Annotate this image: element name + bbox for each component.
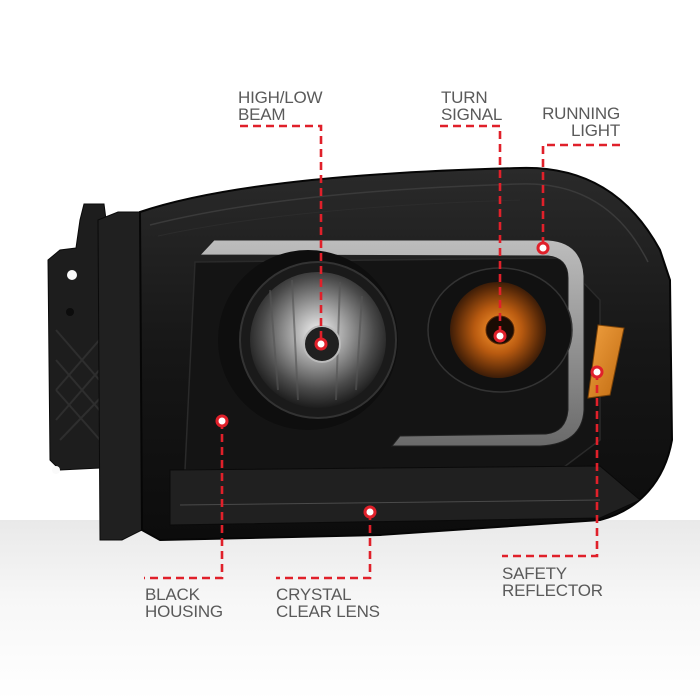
dot-safety-reflector	[590, 365, 604, 379]
floor-reflection	[0, 520, 700, 700]
side-gasket	[97, 211, 143, 541]
dot-black-housing	[215, 414, 229, 428]
dot-crystal-clear-lens	[363, 505, 377, 519]
callout-dots	[215, 241, 604, 519]
led-light-bar	[198, 239, 585, 447]
dot-running-light	[536, 241, 550, 255]
high-low-beam-lens	[218, 250, 398, 430]
dot-turn-signal	[493, 329, 507, 343]
callout-lines	[144, 124, 620, 580]
dot-high-low-beam	[314, 337, 328, 351]
